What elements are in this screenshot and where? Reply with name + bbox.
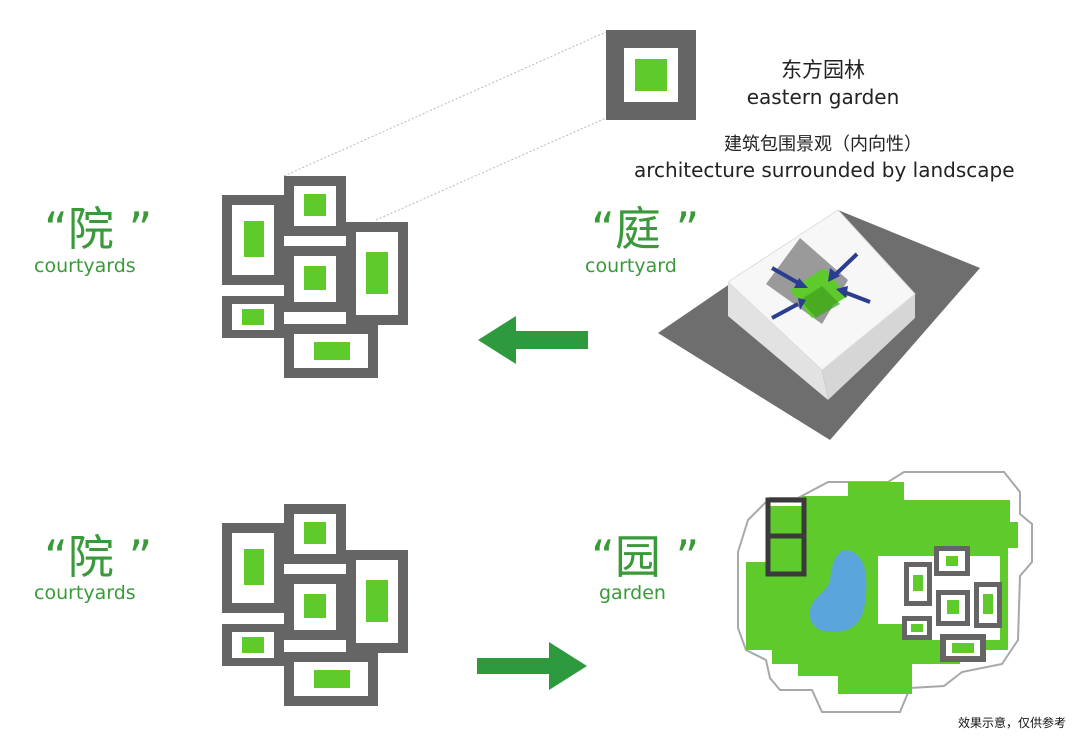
disclaimer-caption: 效果示意，仅供参考 [957, 716, 1066, 730]
garden-plan-illustration [737, 471, 1033, 713]
courtyards-cluster-top [222, 176, 408, 378]
legend-subtitle-en: architecture surrounded by landscape [634, 158, 1015, 182]
label-courtyards-bottom-en: courtyards [34, 582, 136, 604]
legend-title-en: eastern garden [746, 85, 900, 109]
label-courtyards-top-cn: “院 ” [44, 202, 153, 256]
courtyard-3d-illustration [658, 209, 980, 440]
label-courtyard-en: courtyard [585, 255, 677, 277]
label-garden-en: garden [599, 582, 666, 604]
arrow-right-icon [477, 642, 587, 690]
garden-building-cluster [902, 546, 1002, 662]
inward-arrows-icon [771, 252, 871, 320]
label-courtyard-cn: “庭 ” [591, 202, 700, 256]
legend-building-icon [606, 30, 696, 120]
label-courtyards-top-en: courtyards [34, 255, 136, 277]
zoom-guide-lines [283, 31, 607, 221]
legend-subtitle-cn: 建筑包围景观（内向性） [724, 134, 922, 155]
legend-title-cn: 东方园林 [781, 58, 865, 82]
label-courtyards-bottom-cn: “院 ” [44, 530, 153, 584]
label-garden-cn: “园 ” [591, 530, 700, 584]
arrow-left-icon [478, 316, 588, 364]
courtyards-cluster-bottom [222, 504, 408, 706]
